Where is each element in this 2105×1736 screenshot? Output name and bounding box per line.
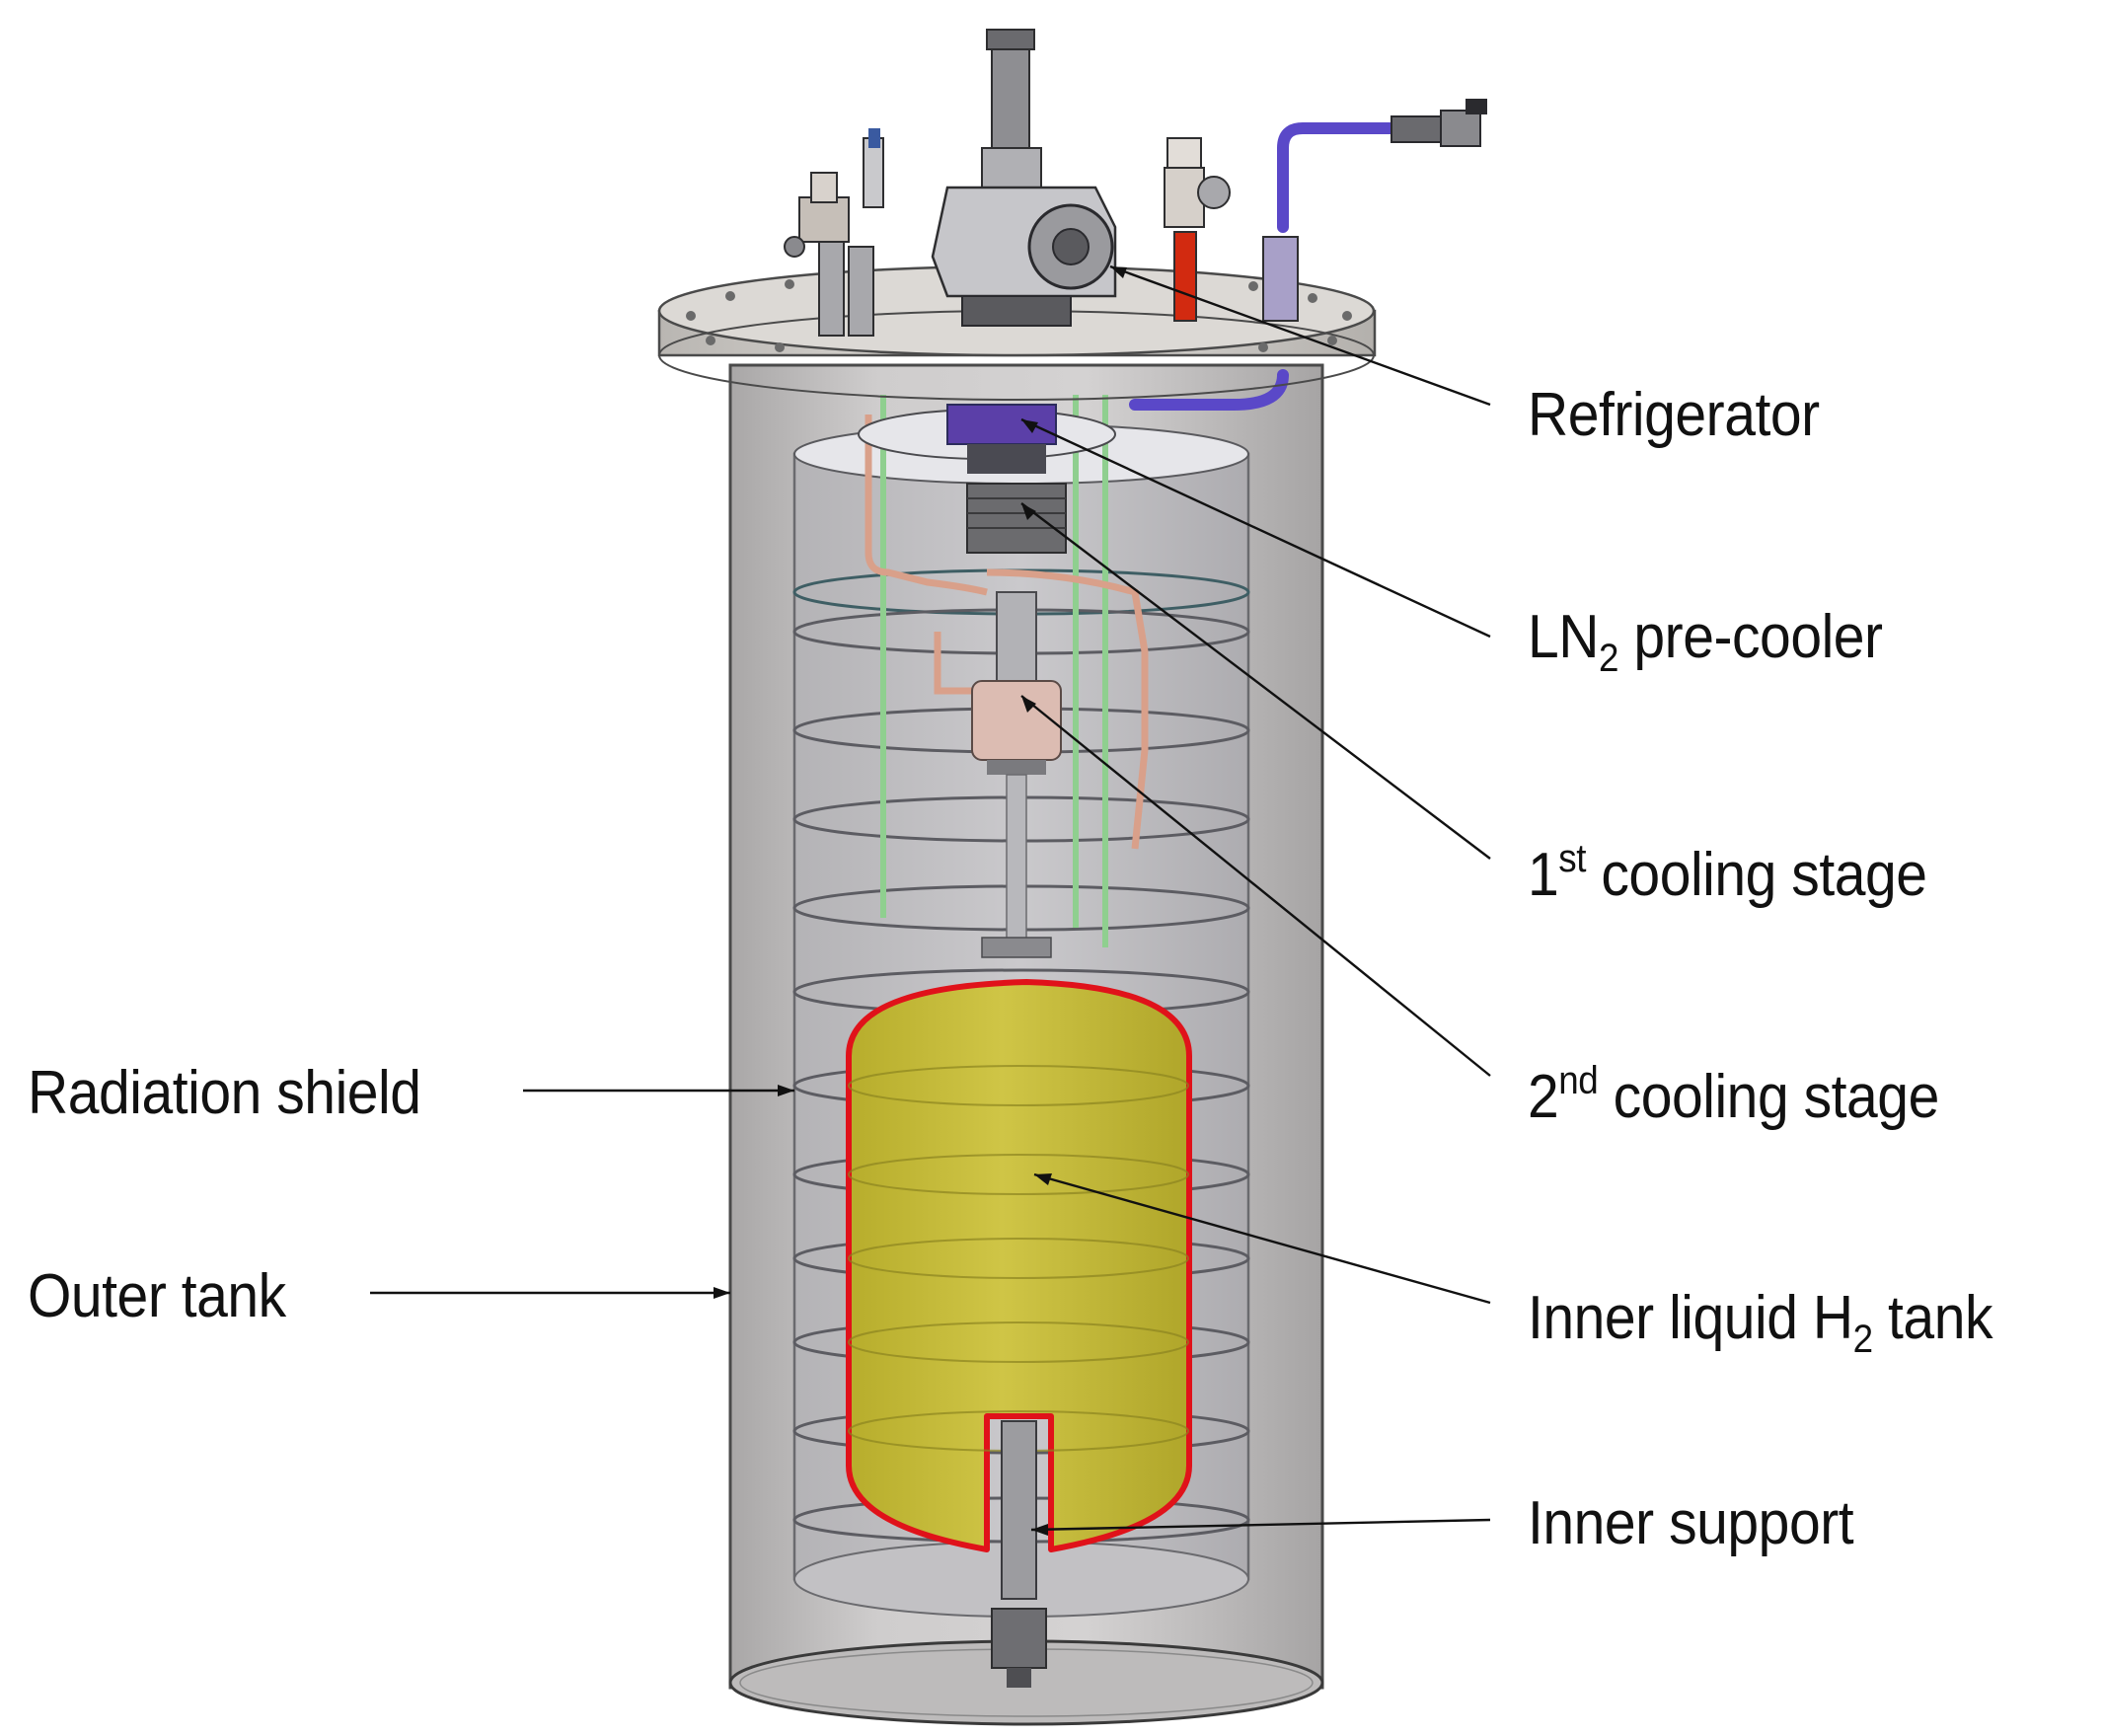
inner-support-leader (1030, 1518, 1491, 1532)
first-rest-text: cooling stage (1585, 841, 1927, 909)
blue-pipe-fittings (1391, 99, 1487, 147)
second-rest-text: cooling stage (1598, 1063, 1940, 1131)
ln2-pre-cooler-leader (1020, 417, 1491, 639)
refrigerator-head (931, 29, 1117, 327)
second-cooling-stage-label: 2nd cooling stage (1528, 1059, 1939, 1132)
ln2-pre-cooler (858, 404, 1116, 474)
refrigerator-leader (1109, 264, 1491, 407)
inner-liquid-h2-tank (846, 979, 1192, 1552)
second-cooling-stage-leader (1020, 695, 1491, 1077)
radiation-shield-label-text: Radiation shield (28, 1059, 421, 1127)
ln2-main-text: LN (1528, 603, 1600, 671)
second-cooling-stage (971, 680, 1062, 958)
inner-liquid-h2-tank-label: Inner liquid H2 tank (1528, 1283, 1992, 1362)
first-main-text: 1 (1528, 841, 1559, 909)
outer-tank-label: Outer tank (28, 1261, 286, 1331)
ln2-rest-text: pre-cooler (1618, 603, 1883, 671)
leader-arrowheads (714, 266, 1127, 1536)
ln2-subscript: 2 (1599, 637, 1619, 680)
blue-vent-pipe (1129, 122, 1407, 411)
leader-lines (370, 264, 1491, 1532)
inner-tank-main-text: Inner liquid H (1528, 1284, 1853, 1352)
inner-support-label: Inner support (1528, 1488, 1854, 1558)
left-valves (784, 128, 884, 337)
copper-lines (865, 415, 1149, 850)
inner-tank-leader (1033, 1172, 1491, 1305)
support-rods (880, 395, 1108, 947)
ln2-pre-cooler-label: LN2 pre-cooler (1528, 602, 1883, 681)
inner-tank-subscript: 2 (1852, 1318, 1873, 1361)
inner-support-label-text: Inner support (1528, 1489, 1854, 1557)
first-superscript: st (1558, 837, 1586, 880)
first-cooling-stage-label: 1st cooling stage (1528, 837, 1927, 910)
inner-tank-rest-text: tank (1872, 1284, 1993, 1352)
inner-support (991, 1420, 1047, 1688)
first-cooling-stage-leader (1020, 502, 1491, 860)
outer-tank-label-text: Outer tank (28, 1262, 286, 1330)
radiation-shield-label: Radiation shield (28, 1058, 421, 1128)
refrigerator-label: Refrigerator (1528, 380, 1820, 450)
refrigerator-label-text: Refrigerator (1528, 381, 1820, 449)
second-main-text: 2 (1528, 1063, 1559, 1131)
right-valves (1164, 137, 1299, 322)
first-cooling-stage (966, 483, 1067, 682)
second-superscript: nd (1558, 1059, 1599, 1102)
